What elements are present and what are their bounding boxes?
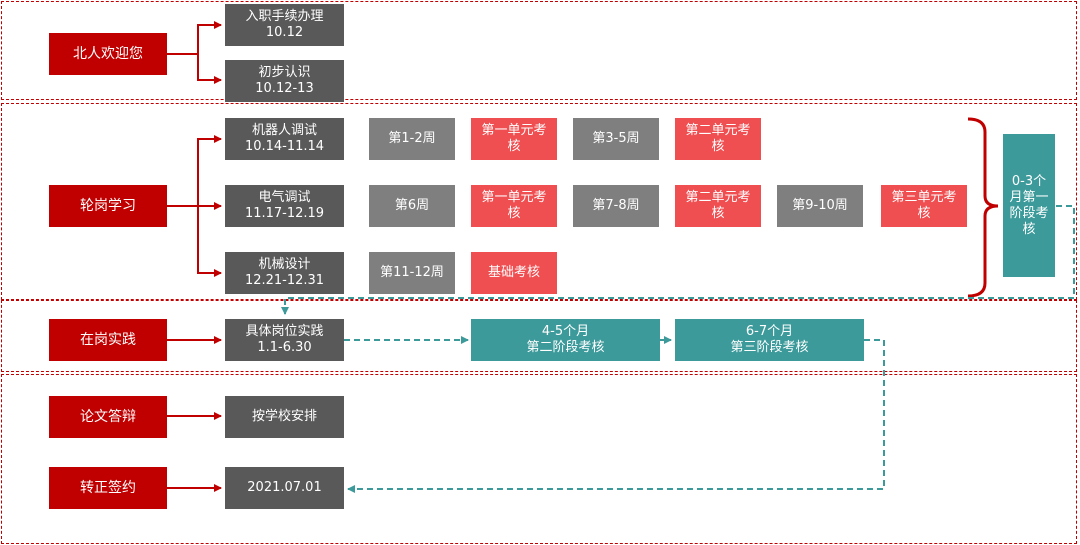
stage-regular: 转正签约 (49, 467, 167, 509)
electrical-debug-title: 电气调试 (258, 190, 311, 205)
phase2-sub: 第二阶段考核 (526, 340, 605, 355)
section-thesis-regular (1, 374, 1077, 544)
stage-thesis: 论文答辩 (49, 396, 167, 438)
robot-step-week: 第3-5周 (573, 118, 659, 160)
section-rotation (1, 103, 1077, 300)
school-arrangement-box: 按学校安排 (225, 396, 344, 438)
mechanical-step-week: 第11-12周 (369, 252, 455, 294)
rotation-brace (967, 117, 999, 298)
phase1-to-practice-connector (281, 205, 1075, 315)
rotation-branch (197, 206, 222, 277)
phase1-review-box: 0-3个月第一阶段考核 (1003, 134, 1055, 277)
intro-title: 初步认识 (258, 65, 311, 80)
welcome-branch (197, 54, 222, 84)
phase2-title: 4-5个月 (541, 324, 590, 339)
job-practice-title: 具体岗位实践 (245, 324, 324, 339)
mechanical-step-exam: 基础考核 (471, 252, 557, 294)
section-onjob (1, 300, 1077, 372)
stage-onjob: 在岗实践 (49, 319, 167, 361)
phase2-review-box: 4-5个月 第二阶段考核 (471, 319, 660, 361)
mechanical-design-box: 机械设计 12.21-12.31 (225, 252, 344, 294)
onboard-date: 10.12 (265, 25, 304, 40)
section-welcome (1, 1, 1077, 100)
welcome-branch (167, 21, 222, 55)
contract-date-box: 2021.07.01 (225, 467, 344, 509)
robot-debug-title: 机器人调试 (251, 123, 317, 138)
electrical-step-week: 第9-10周 (777, 185, 863, 227)
electrical-step-exam: 第三单元考核 (881, 185, 967, 227)
intro-date: 10.12-13 (255, 81, 314, 96)
robot-step-exam: 第二单元考核 (675, 118, 761, 160)
mechanical-design-title: 机械设计 (258, 257, 311, 272)
electrical-debug-box: 电气调试 11.17-12.19 (225, 185, 344, 227)
electrical-step-week: 第6周 (369, 185, 455, 227)
phase3-sub: 第三阶段考核 (730, 340, 809, 355)
phase3-review-box: 6-7个月 第三阶段考核 (675, 319, 864, 361)
robot-debug-box: 机器人调试 10.14-11.14 (225, 118, 344, 160)
robot-step-week: 第1-2周 (369, 118, 455, 160)
onboard-title: 入职手续办理 (245, 9, 324, 24)
electrical-step-week: 第7-8周 (573, 185, 659, 227)
rotation-branch (167, 135, 222, 207)
robot-step-exam: 第一单元考核 (471, 118, 557, 160)
intro-box: 初步认识 10.12-13 (225, 60, 344, 102)
job-practice-date: 1.1-6.30 (257, 340, 312, 355)
stage-rotation: 轮岗学习 (49, 185, 167, 227)
mechanical-design-date: 12.21-12.31 (244, 273, 325, 288)
stage-welcome: 北人欢迎您 (49, 33, 167, 75)
phase3-to-regular-connector (347, 339, 885, 493)
onboard-box: 入职手续办理 10.12 (225, 4, 344, 46)
electrical-debug-date: 11.17-12.19 (244, 206, 325, 221)
phase3-title: 6-7个月 (745, 324, 794, 339)
job-practice-box: 具体岗位实践 1.1-6.30 (225, 319, 344, 361)
electrical-step-exam: 第二单元考核 (675, 185, 761, 227)
electrical-step-exam: 第一单元考核 (471, 185, 557, 227)
robot-debug-date: 10.14-11.14 (244, 139, 325, 154)
